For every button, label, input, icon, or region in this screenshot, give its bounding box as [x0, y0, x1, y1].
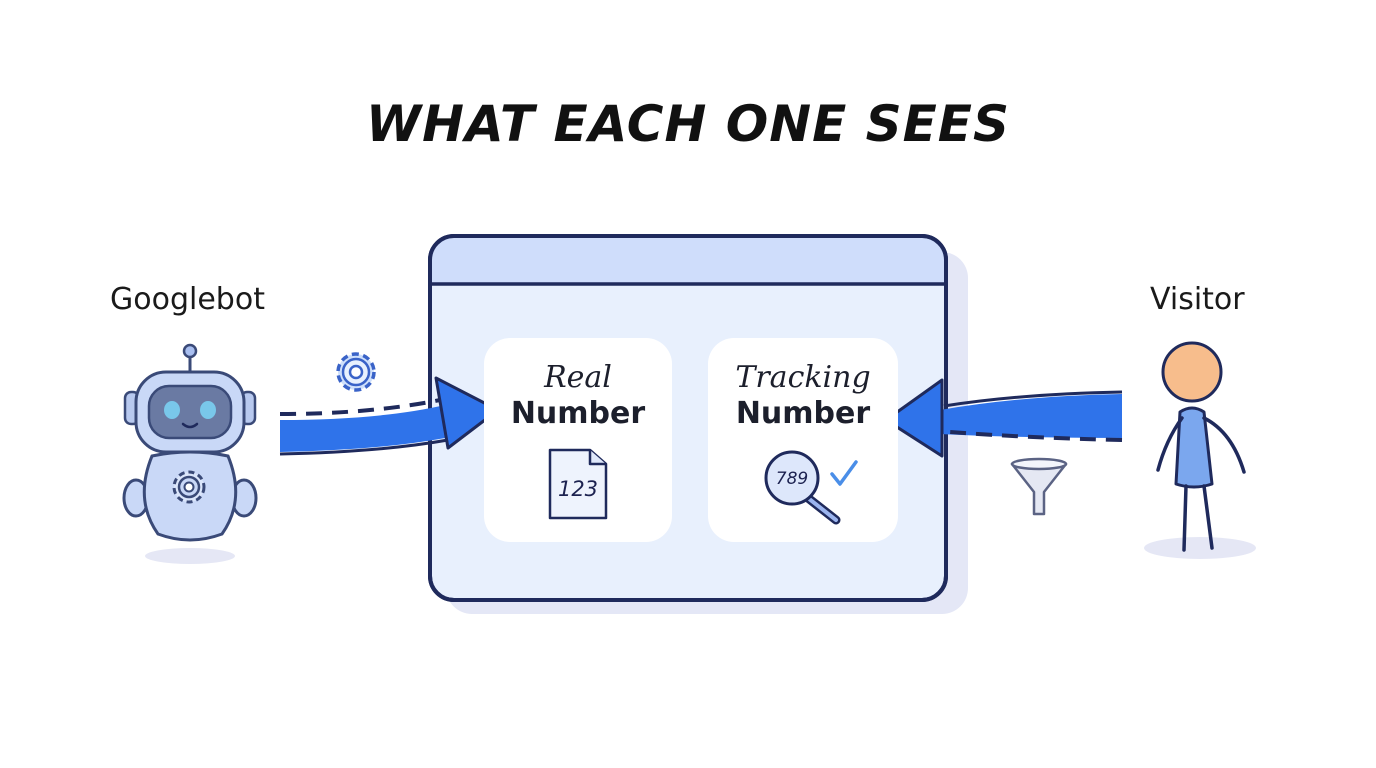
real-number-card: Real Number 123 [484, 338, 672, 542]
funnel-icon [1010, 457, 1068, 516]
robot-icon [122, 343, 258, 564]
googlebot-label: Googlebot [110, 282, 265, 317]
googlebot-arrow [279, 376, 500, 456]
check-icon [830, 460, 858, 486]
visitor-label: Visitor [1150, 282, 1245, 317]
real-card-line1: Real [544, 360, 612, 395]
tracking-card-line2: Number [735, 396, 871, 431]
gear-icon [336, 352, 376, 392]
tracking-number-card: Tracking Number 789 [708, 338, 898, 542]
tracking-card-line1: Tracking [735, 360, 871, 395]
diagram-title: WHAT EACH ONE SEES [366, 95, 1010, 153]
document-icon: 123 [548, 448, 608, 520]
tracking-number-value: 789 [776, 469, 808, 489]
magnifier-icon: 789 [764, 450, 858, 525]
real-number-value: 123 [558, 477, 598, 501]
visitor-arrow [884, 378, 1123, 458]
real-card-line2: Number [510, 396, 646, 431]
stick-figure-icon [1144, 341, 1256, 559]
